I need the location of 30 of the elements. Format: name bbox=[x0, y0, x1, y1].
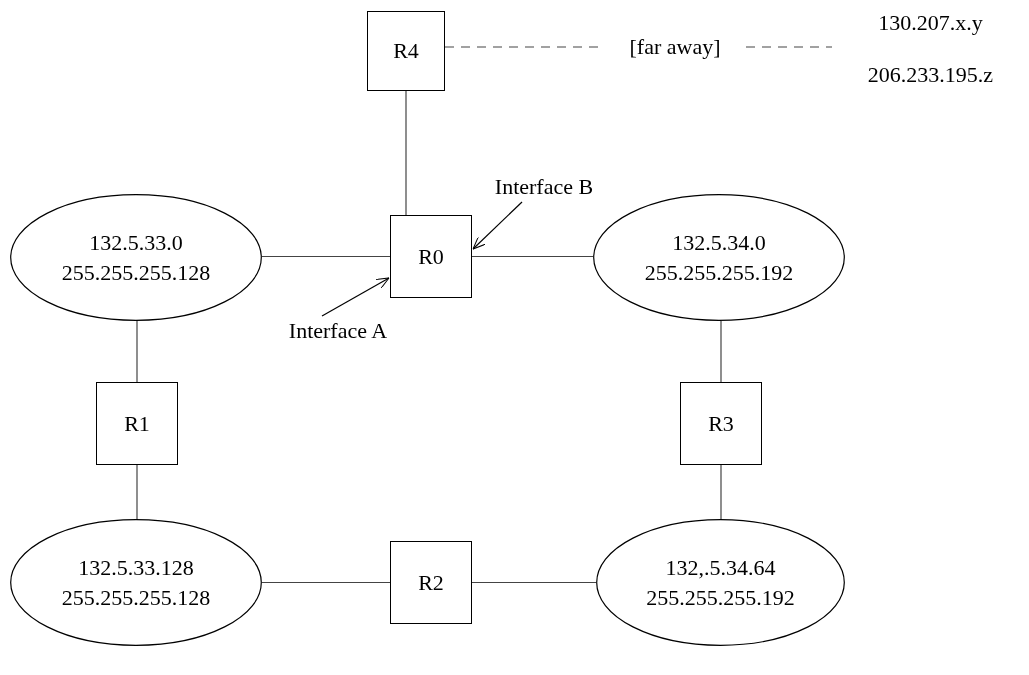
network-ellipse bbox=[10, 194, 262, 321]
network-address: 132.5.33.0 255.255.255.128 bbox=[60, 228, 212, 287]
link-line bbox=[720, 464, 722, 520]
link-line bbox=[471, 255, 594, 258]
router-box: R3 bbox=[680, 382, 762, 465]
router-box: R1 bbox=[96, 382, 178, 465]
network-ellipse bbox=[593, 194, 845, 321]
router-box: R4 bbox=[367, 11, 445, 91]
link-line bbox=[720, 320, 722, 383]
network-ellipse bbox=[596, 519, 845, 646]
link-line bbox=[136, 464, 138, 520]
network-address: 132,.5.34.64 255.255.255.192 bbox=[645, 553, 796, 612]
interface-label: Interface A bbox=[256, 316, 420, 346]
link-line bbox=[136, 320, 138, 383]
link-line bbox=[261, 581, 391, 584]
link-line bbox=[471, 581, 597, 584]
leader-arrow bbox=[321, 277, 390, 317]
address-label: 206.233.195.z bbox=[867, 61, 994, 90]
network-address: 132.5.34.0 255.255.255.192 bbox=[643, 228, 795, 287]
interface-label: Interface B bbox=[466, 172, 622, 202]
address-label: 130.207.x.y bbox=[878, 9, 983, 37]
location-label: [far away] bbox=[604, 32, 746, 62]
network-address: 132.5.33.128 255.255.255.128 bbox=[60, 553, 212, 612]
network-ellipse bbox=[10, 519, 262, 646]
link-line bbox=[261, 255, 391, 258]
router-box: R0 bbox=[390, 215, 472, 298]
router-box: R2 bbox=[390, 541, 472, 624]
leader-arrow bbox=[472, 201, 523, 250]
dashed-link bbox=[745, 46, 833, 48]
link-line bbox=[405, 90, 407, 216]
